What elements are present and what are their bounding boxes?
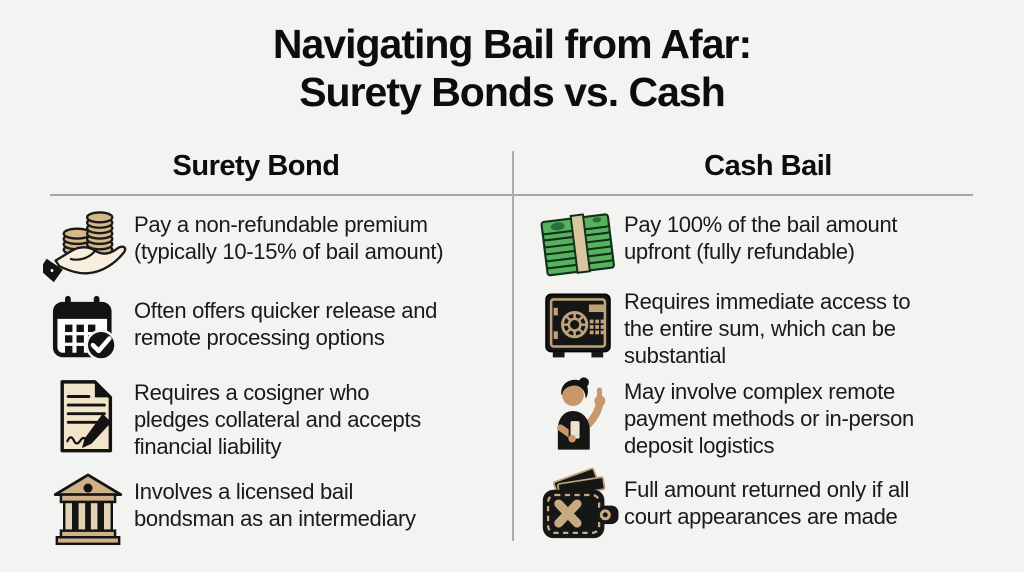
signed-document-icon <box>42 375 134 461</box>
wallet-x-icon <box>532 466 624 554</box>
list-item-text: May involve complex remote payment metho… <box>624 379 914 458</box>
list-item: Requires immediate access to the entire … <box>532 286 990 370</box>
list-item-text: Requires immediate access to the entire … <box>624 289 911 368</box>
safe-icon <box>532 286 624 370</box>
list-item: Full amount returned only if all court a… <box>532 466 990 554</box>
hand-coins-icon <box>42 203 134 293</box>
calendar-check-icon <box>42 291 134 373</box>
list-item-text: Requires a cosigner who pledges collater… <box>134 380 421 459</box>
column-header-surety-bond: Surety Bond <box>172 150 340 182</box>
cash-stack-icon <box>532 203 624 291</box>
list-item-text: Pay 100% of the bail amount upfront (ful… <box>624 212 898 264</box>
list-item: Involves a licensed bail bondsman as an … <box>42 470 490 552</box>
title-line-1: Navigating Bail from Afar: <box>272 21 752 67</box>
list-item-text: Involves a licensed bail bondsman as an … <box>134 479 416 531</box>
infographic-title: Navigating Bail from Afar: Surety Bonds … <box>0 20 1024 117</box>
list-item: Pay a non-refundable premium (typically … <box>42 203 490 293</box>
header-divider-line <box>50 194 973 196</box>
person-phone-icon <box>532 374 624 458</box>
list-item: Pay 100% of the bail amount upfront (ful… <box>532 203 990 291</box>
list-item: Often offers quicker release and remote … <box>42 291 490 373</box>
column-header-cash-bail: Cash Bail <box>704 150 832 182</box>
list-item-text: Often offers quicker release and remote … <box>134 298 438 350</box>
list-item-text: Full amount returned only if all court a… <box>624 477 910 529</box>
list-item-text: Pay a non-refundable premium (typically … <box>134 212 444 264</box>
list-item: May involve complex remote payment metho… <box>532 374 990 459</box>
list-item: Requires a cosigner who pledges collater… <box>42 375 490 461</box>
column-divider-line <box>512 151 514 541</box>
title-line-2: Surety Bonds vs. Cash <box>299 69 726 116</box>
bank-icon <box>42 470 134 552</box>
